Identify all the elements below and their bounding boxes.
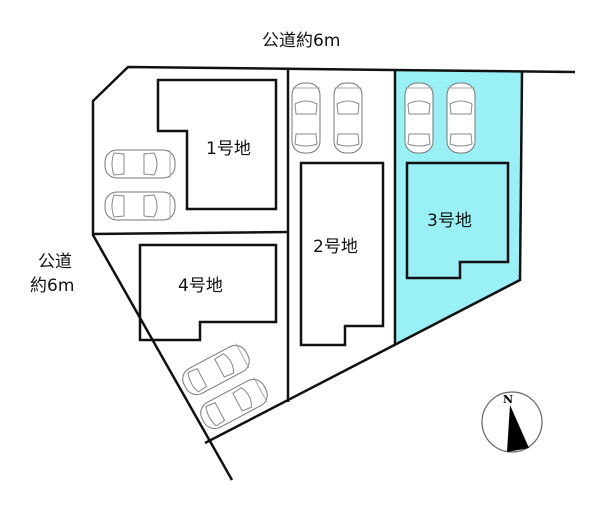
building-2: [299, 161, 385, 347]
lot-1-label: 1号地: [206, 139, 251, 159]
boundary-right: [204, 71, 524, 445]
svg-text:N: N: [503, 393, 513, 406]
lot-2-label: 2号地: [313, 237, 358, 257]
road-left-label-1: 公道: [38, 252, 72, 272]
road-top-label: 公道約6m: [262, 31, 341, 51]
compass-icon: N: [481, 391, 543, 453]
lot-3-label: 3号地: [427, 211, 472, 231]
divider-3: [92, 230, 289, 236]
lot-4-label: 4号地: [178, 276, 223, 296]
building-1: [156, 78, 278, 211]
road-left-label-2: 約6m: [30, 276, 75, 296]
building-4: [138, 243, 278, 342]
building-3: [405, 161, 510, 280]
